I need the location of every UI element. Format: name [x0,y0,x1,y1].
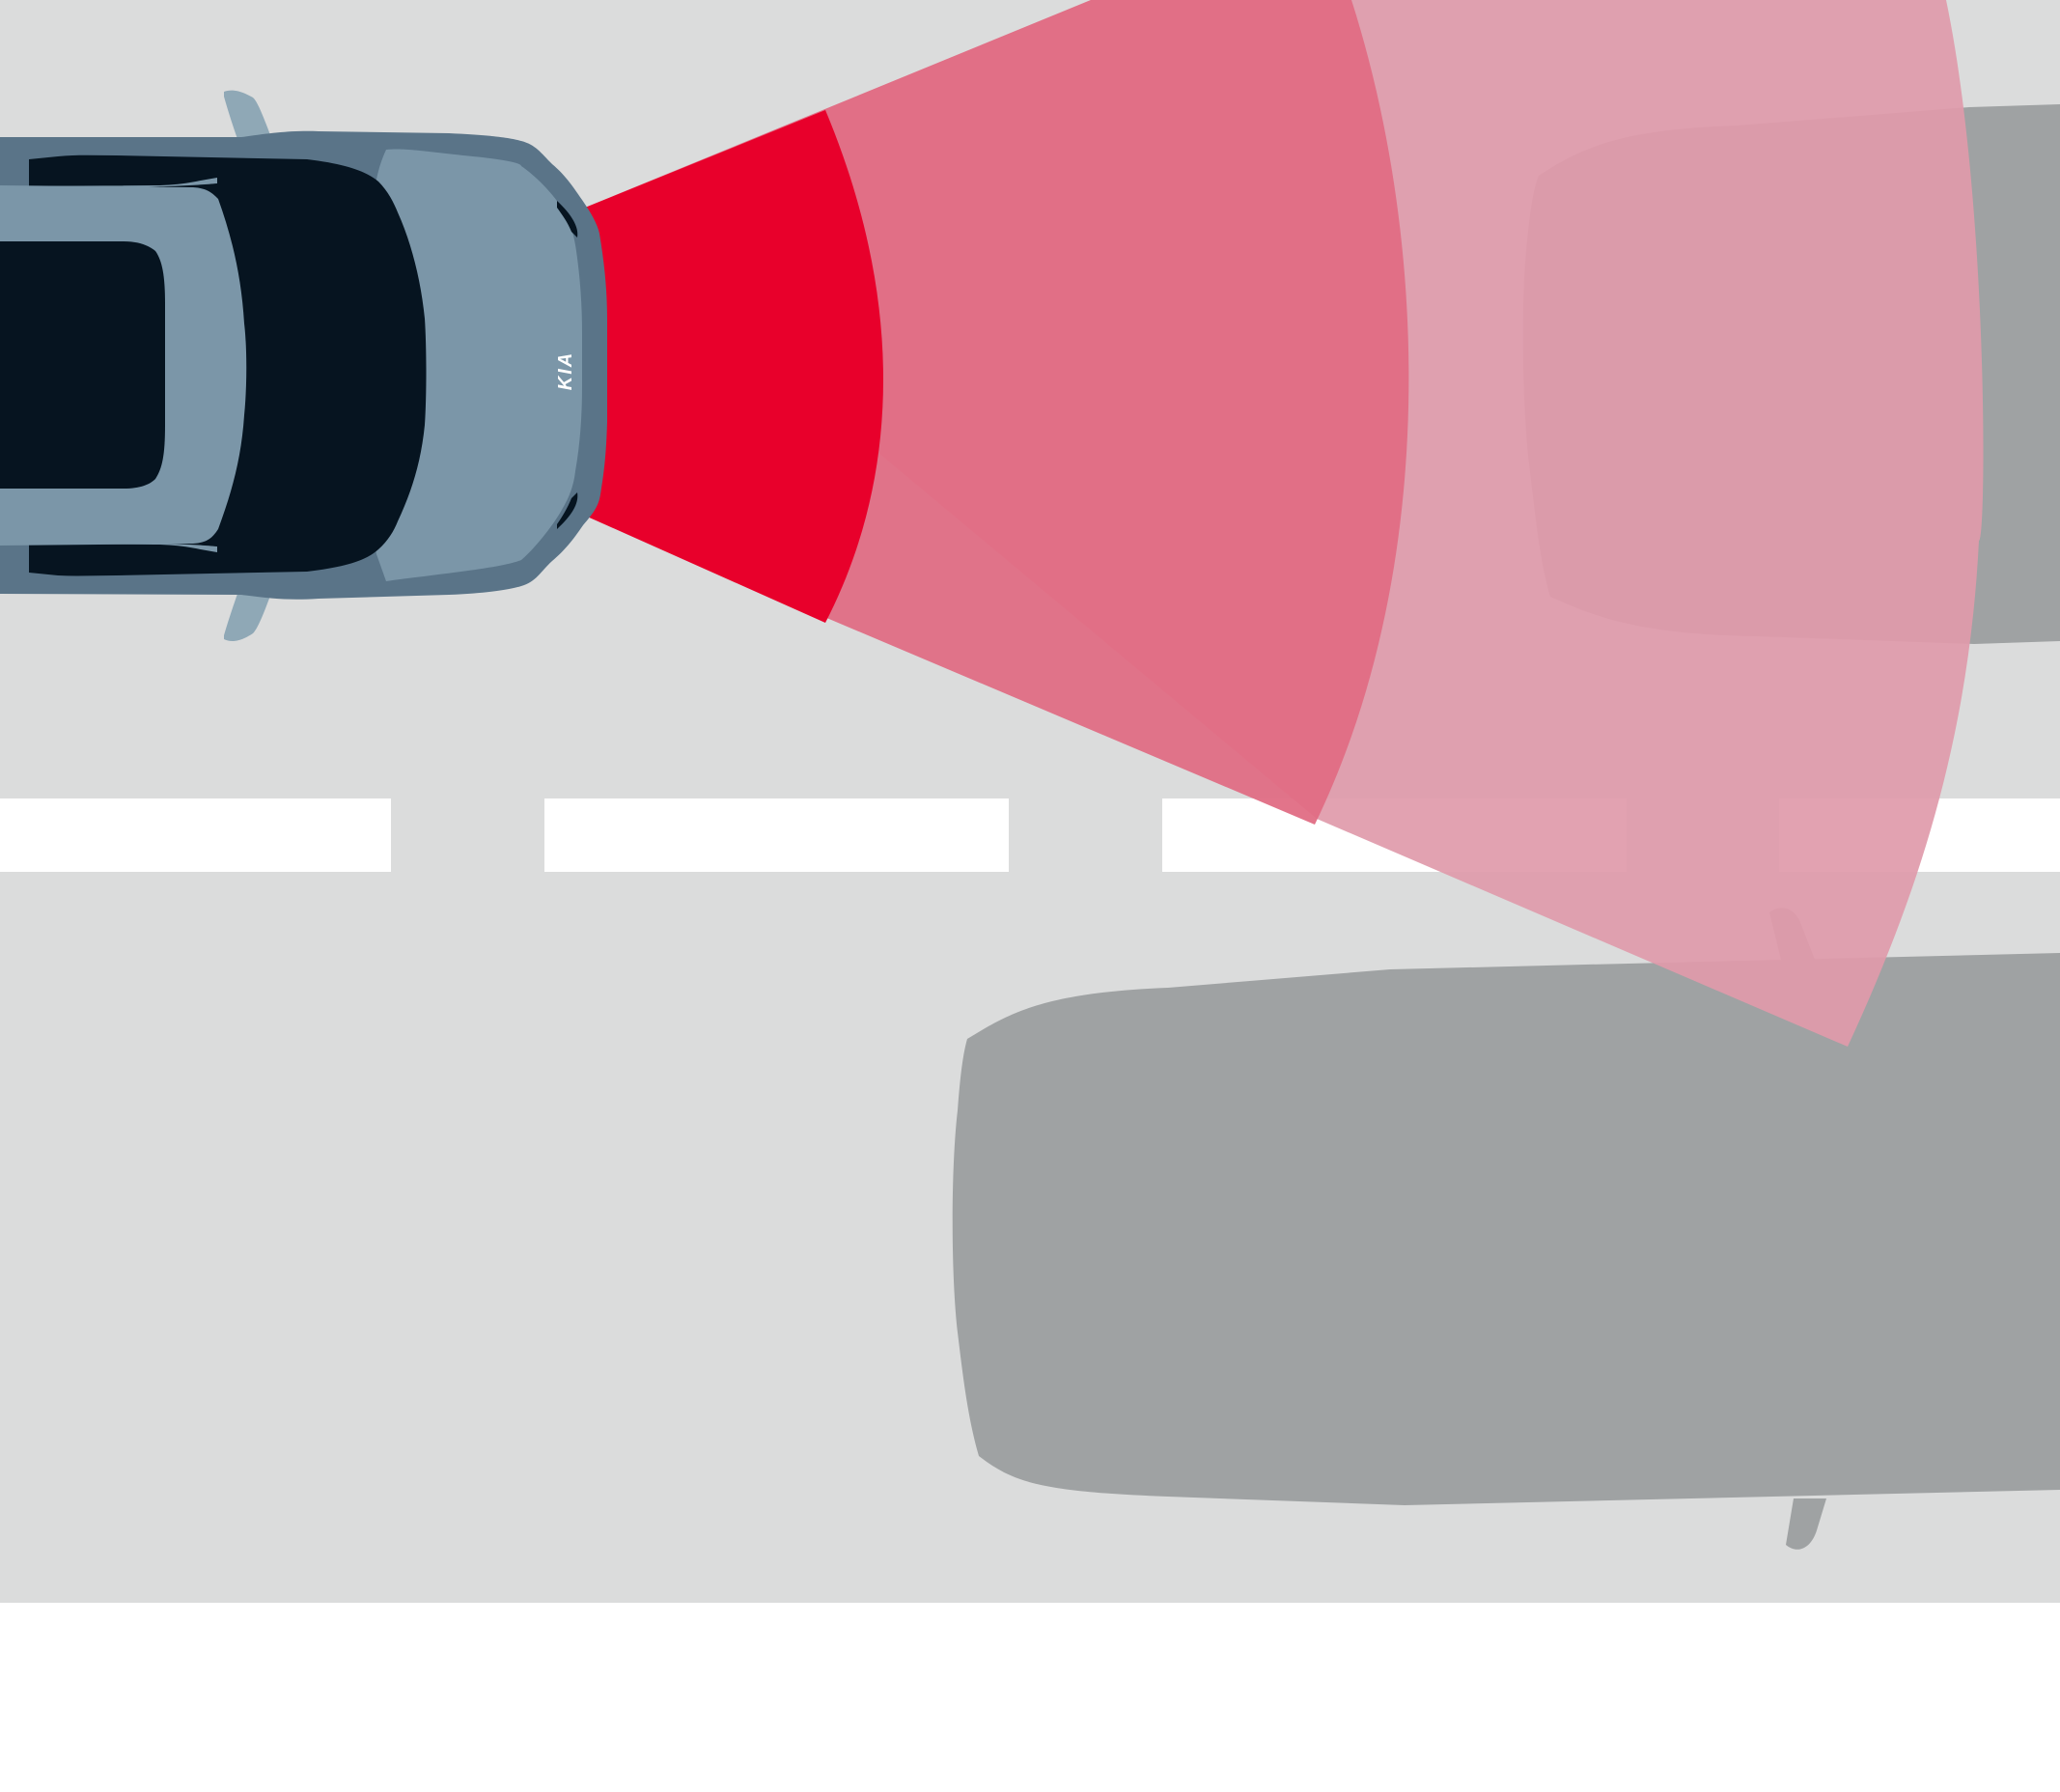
lane-dash [544,798,1009,872]
lane-dash [0,798,391,872]
car-adjacent-silhouette [953,908,2060,1549]
roadside-area [0,1603,2060,1792]
kia-logo-text: KIA [555,351,576,390]
ego-roof-panel [0,241,165,489]
ego-vehicle: KIA [0,91,607,641]
car-adjacent-body [953,953,2060,1505]
kia-logo-icon: KIA [555,351,576,390]
